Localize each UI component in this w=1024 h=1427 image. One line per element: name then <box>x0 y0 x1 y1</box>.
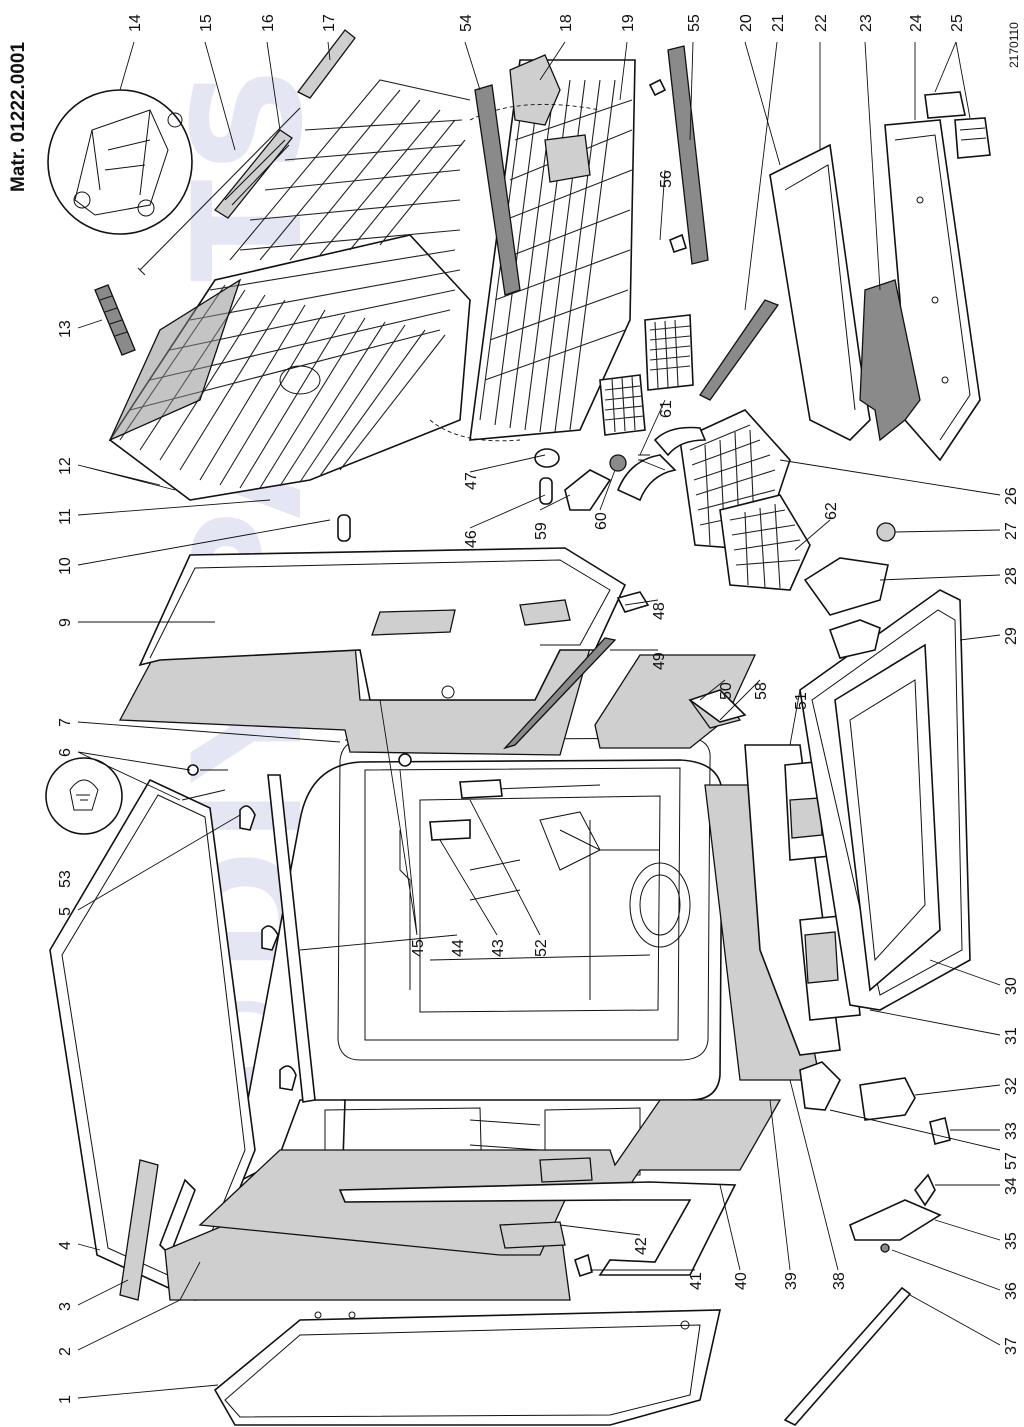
leader-lines <box>77 41 1001 1399</box>
callout-57: 57 <box>1003 1152 1020 1170</box>
callout-38: 38 <box>831 1272 848 1290</box>
callout-48: 48 <box>651 602 668 620</box>
callout-24: 24 <box>908 14 925 32</box>
callout-46: 46 <box>463 530 480 548</box>
callout-23: 23 <box>858 14 875 32</box>
callout-25: 25 <box>949 14 966 32</box>
callout-45: 45 <box>410 939 427 957</box>
callout-26: 26 <box>1003 487 1020 505</box>
callout-numbers: 1 2 3 4 5 6 7 9 10 11 12 13 14 15 16 17 … <box>57 14 1020 1404</box>
callout-1: 1 <box>57 1395 74 1404</box>
callout-21: 21 <box>770 14 787 32</box>
drawing-code: 2170110 <box>1007 22 1021 68</box>
callout-44: 44 <box>450 939 467 957</box>
callout-14: 14 <box>127 14 144 32</box>
callout-5: 5 <box>57 907 74 916</box>
lower-basket <box>429 54 636 442</box>
callout-51: 51 <box>793 692 810 710</box>
callout-53: 53 <box>57 870 74 888</box>
callout-4: 4 <box>57 1241 74 1250</box>
callout-32: 32 <box>1003 1077 1020 1095</box>
callout-55: 55 <box>686 14 703 32</box>
callout-22: 22 <box>813 14 830 32</box>
callout-58: 58 <box>753 682 770 700</box>
matr-label: Matr. 01222.0001 <box>8 42 29 192</box>
callout-3: 3 <box>57 1302 74 1311</box>
callout-27: 27 <box>1003 522 1020 540</box>
line-art <box>45 29 1001 1426</box>
callout-29: 29 <box>1003 627 1020 645</box>
callout-2: 2 <box>57 1347 74 1356</box>
callout-35: 35 <box>1003 1232 1020 1250</box>
callout-17: 17 <box>321 14 338 32</box>
callout-15: 15 <box>198 14 215 32</box>
callout-56: 56 <box>658 170 675 188</box>
callout-62: 62 <box>823 502 840 520</box>
callout-50: 50 <box>718 682 735 700</box>
callout-41: 41 <box>688 1272 705 1290</box>
callout-43: 43 <box>490 939 507 957</box>
callout-20: 20 <box>738 14 755 32</box>
upper-basket <box>108 79 471 501</box>
callout-49: 49 <box>651 652 668 670</box>
detail-circle-14 <box>47 89 193 235</box>
callout-61: 61 <box>658 400 675 418</box>
callout-6: 6 <box>57 748 74 757</box>
callout-9: 9 <box>57 618 74 627</box>
callout-34: 34 <box>1003 1177 1020 1195</box>
callout-18: 18 <box>558 14 575 32</box>
callout-10: 10 <box>57 557 74 575</box>
control-panel-22 <box>769 143 871 441</box>
callout-39: 39 <box>783 1272 800 1290</box>
callout-60: 60 <box>593 512 610 530</box>
callout-42: 42 <box>633 1237 650 1255</box>
callout-30: 30 <box>1003 977 1020 995</box>
callout-7: 7 <box>57 718 74 727</box>
callout-12: 12 <box>57 457 74 475</box>
callout-54: 54 <box>458 14 475 32</box>
callout-31: 31 <box>1003 1027 1020 1045</box>
insulation-blanket-42 <box>198 1099 782 1256</box>
filter-grids <box>599 314 694 436</box>
callout-16: 16 <box>260 14 277 32</box>
cutlery-basket <box>616 409 811 591</box>
callout-47: 47 <box>463 472 480 490</box>
callout-36: 36 <box>1003 1282 1020 1300</box>
callout-13: 13 <box>57 320 74 338</box>
callout-19: 19 <box>620 14 637 32</box>
callout-11: 11 <box>57 508 74 525</box>
callout-59: 59 <box>533 522 550 540</box>
side-panel <box>213 1309 722 1426</box>
callout-37: 37 <box>1003 1337 1020 1355</box>
detail-circle-53 <box>45 757 123 835</box>
callout-33: 33 <box>1003 1122 1020 1140</box>
callout-40: 40 <box>733 1272 750 1290</box>
callout-52: 52 <box>533 939 550 957</box>
callout-28: 28 <box>1003 567 1020 585</box>
